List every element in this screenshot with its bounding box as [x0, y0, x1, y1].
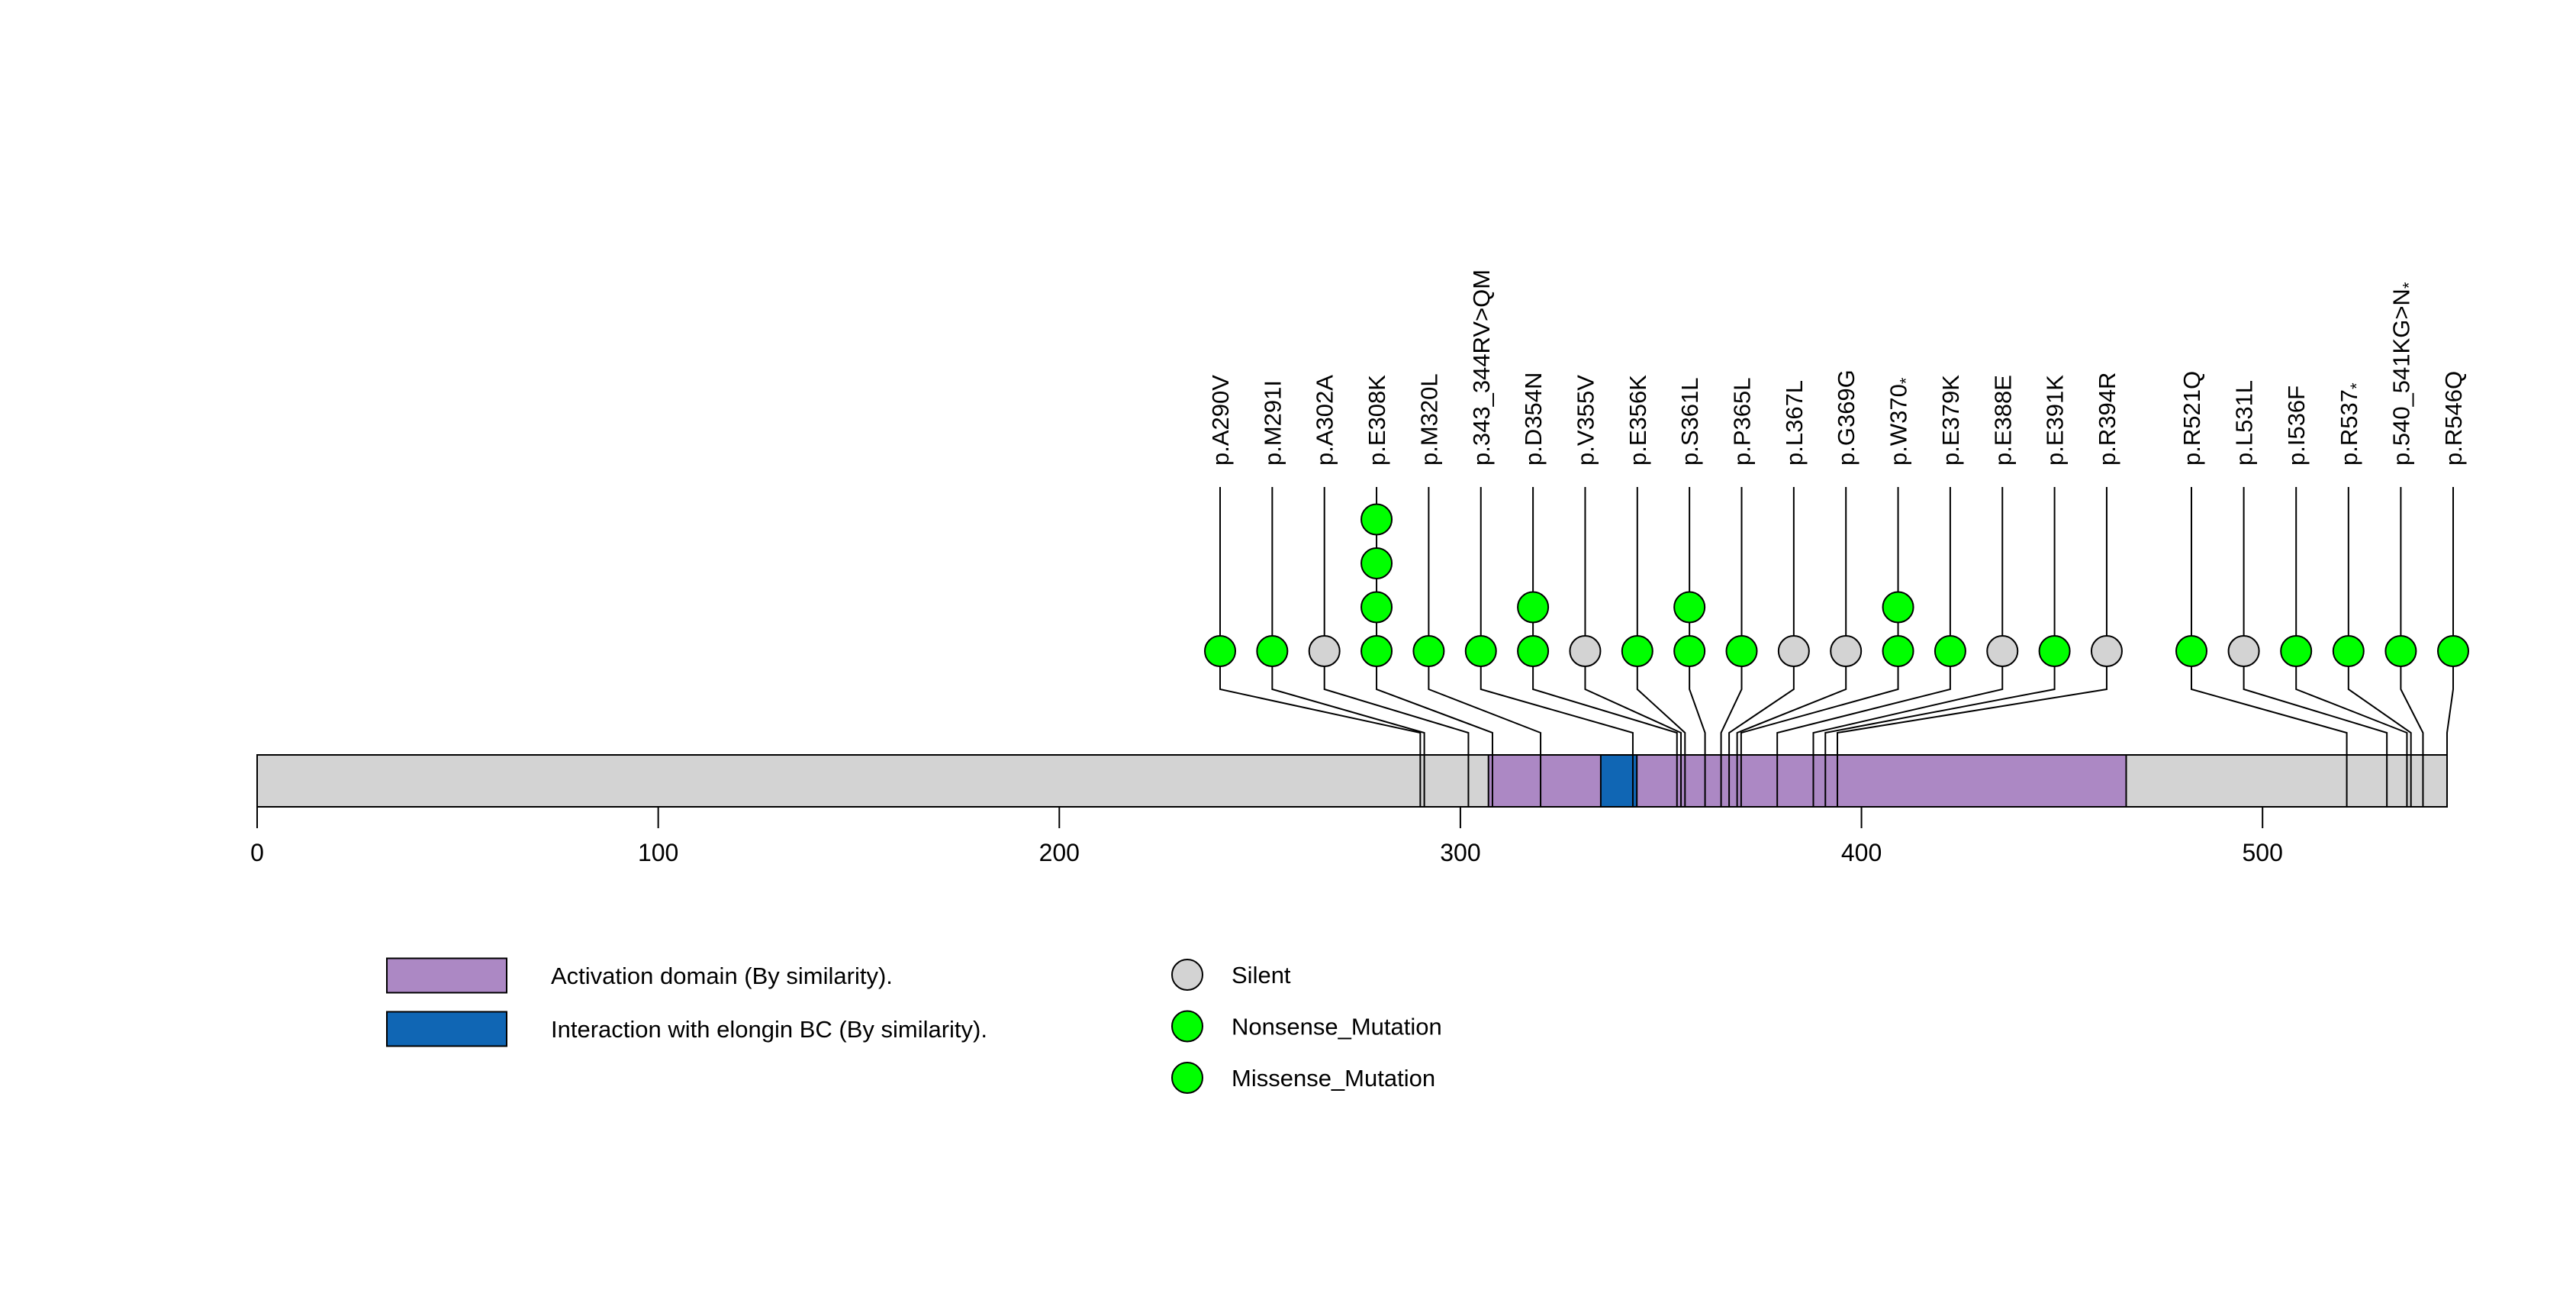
mutation-circle	[2227, 635, 2260, 667]
mutation-circle	[1360, 635, 1393, 667]
mutation-stem	[1837, 487, 2107, 807]
mutation-circle	[2175, 635, 2207, 667]
mutation-circle	[2038, 635, 2071, 667]
mutation-stem	[2191, 487, 2348, 807]
mutation-label: p.G369G	[1833, 369, 1860, 466]
legend-mutation-type-swatch	[1171, 959, 1203, 991]
mutation-stem	[2446, 487, 2454, 807]
mutation-stem	[1776, 487, 1951, 807]
axis-tick-label: 100	[638, 839, 678, 866]
mutation-stem	[1728, 487, 1795, 807]
mutation-label: p.E356K	[1624, 375, 1651, 466]
axis-tick-label: 400	[1841, 839, 1882, 866]
legend-mutation-type-label: Nonsense_Mutation	[1232, 1014, 1442, 1040]
mutation-label: p.A302A	[1312, 375, 1338, 466]
mutation-circle	[1621, 635, 1653, 667]
legend-domain-swatch	[386, 957, 507, 994]
mutation-circle	[1360, 591, 1393, 624]
mutation-stem	[1736, 487, 1847, 807]
mutation-label: p.P365L	[1729, 378, 1756, 466]
mutation-stem	[2295, 487, 2408, 807]
mutation-label: p.V355V	[1572, 375, 1599, 466]
mutation-label: p.L367L	[1781, 380, 1808, 466]
mutation-stem	[1532, 487, 1678, 807]
mutation-circle	[1725, 635, 1758, 667]
mutation-circle	[1777, 635, 1810, 667]
mutation-stem	[1720, 487, 1743, 807]
mutation-label: p.M291I	[1259, 380, 1286, 466]
mutation-stem	[1824, 487, 2056, 807]
mutation-circle	[1360, 547, 1393, 579]
mutation-stem	[1812, 487, 2004, 807]
mutation-circle	[1673, 591, 1706, 624]
mutation-circle	[1517, 591, 1550, 624]
mutation-label: p.R537*	[2336, 382, 2366, 466]
mutation-circle	[1830, 635, 1863, 667]
mutation-circle	[1464, 635, 1497, 667]
mutation-label: p.S361L	[1676, 378, 1703, 466]
mutation-stem	[1323, 487, 1470, 807]
mutation-circle	[1412, 635, 1445, 667]
mutation-circle	[1256, 635, 1289, 667]
mutation-label: p.L531L	[2231, 380, 2258, 466]
axis-tick-label: 500	[2243, 839, 2283, 866]
mutation-label: p.M320L	[1415, 373, 1442, 466]
mutation-stem	[1689, 487, 1706, 807]
mutation-label: p.D354N	[1520, 372, 1547, 466]
axis-tick-label: 0	[250, 839, 264, 866]
legend-mutation-type-label: Missense_Mutation	[1232, 1065, 1435, 1092]
legend-mutation-type-swatch	[1171, 1062, 1203, 1094]
mutation-label: p.R394R	[2094, 372, 2120, 466]
mutation-circle	[2332, 635, 2365, 667]
mutation-stem	[1271, 487, 1425, 807]
mutation-label: p.A290V	[1207, 375, 1234, 466]
mutation-circle	[2090, 635, 2123, 667]
mutation-label: p.E308K	[1364, 375, 1390, 466]
mutation-label: p.540_541KG>N*	[2388, 282, 2418, 466]
mutation-label: p.E388E	[1989, 375, 2016, 466]
mutation-circle	[1569, 635, 1602, 667]
mutation-label: p.R521Q	[2178, 371, 2205, 466]
legend-domain-label: Interaction with elongin BC (By similari…	[551, 1016, 987, 1043]
mutation-circle	[1673, 635, 1706, 667]
mutation-circle	[1934, 635, 1966, 667]
mutation-label: p.R546Q	[2440, 371, 2467, 466]
mutation-label: p.343_344RV>QM	[1468, 269, 1495, 466]
mutation-label: p.I536F	[2283, 385, 2310, 466]
mutation-circle	[1204, 635, 1236, 667]
mutation-circle	[1986, 635, 2019, 667]
legend-mutation-type-swatch	[1171, 1010, 1203, 1043]
mutation-circle	[1308, 635, 1341, 667]
mutation-stem	[1584, 487, 1682, 807]
axis-tick-label: 300	[1440, 839, 1480, 866]
mutation-stem	[2400, 487, 2424, 807]
mutation-label: p.E391K	[2042, 375, 2069, 466]
mutation-circle	[1882, 591, 1914, 624]
mutation-stem	[1219, 487, 1422, 807]
domain-rect	[1487, 754, 2127, 808]
mutation-label: p.W370*	[1885, 377, 1916, 466]
axis-tick-label: 200	[1039, 839, 1080, 866]
mutation-circle	[1360, 503, 1393, 536]
mutation-circle	[2437, 635, 2469, 667]
mutation-circle	[1882, 635, 1914, 667]
legend-mutation-type-label: Silent	[1232, 962, 1291, 988]
mutation-circle	[2280, 635, 2313, 667]
mutation-circle	[1517, 635, 1550, 667]
domain-rect	[1599, 754, 1638, 808]
legend-domain-label: Activation domain (By similarity).	[551, 963, 893, 989]
mutation-stem	[1376, 487, 1493, 807]
mutation-stem	[1428, 487, 1542, 807]
mutation-stem	[2243, 487, 2388, 807]
mutation-stem	[1740, 487, 1899, 807]
mutation-circle	[2384, 635, 2417, 667]
mutation-label: p.E379K	[1937, 375, 1964, 466]
mutation-stem	[2347, 487, 2412, 807]
mutation-stem	[1636, 487, 1686, 807]
mutation-stem	[1480, 487, 1634, 807]
legend-domain-swatch	[386, 1011, 507, 1047]
